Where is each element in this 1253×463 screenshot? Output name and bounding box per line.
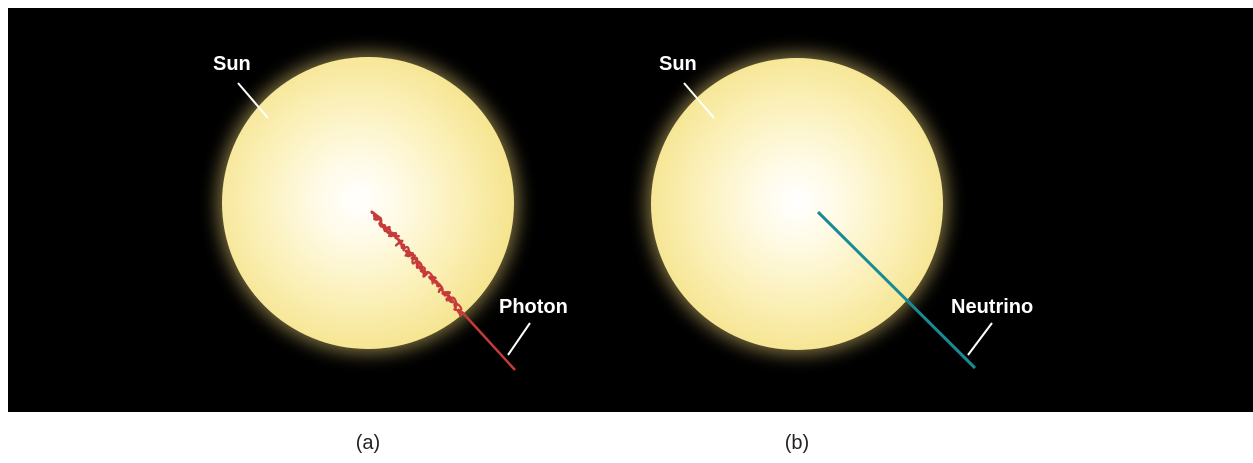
panel-a: Sun Photon	[213, 53, 568, 371]
neutrino-label: Neutrino	[951, 296, 1033, 318]
caption-b: (b)	[784, 432, 810, 454]
photon-leader-line	[507, 322, 531, 356]
background	[8, 8, 1253, 412]
panel-b: Sun Neutrino	[647, 53, 1033, 370]
sun-leader-line	[237, 82, 269, 119]
sun-disc	[651, 58, 943, 350]
sun-leader-line	[683, 82, 715, 119]
neutrino-path-line	[816, 210, 977, 370]
sun-label: Sun	[659, 53, 697, 75]
sun-label: Sun	[213, 53, 251, 75]
photon-random-walk-path	[370, 210, 464, 318]
neutrino-leader-line	[967, 322, 993, 356]
photon-escape-line	[461, 311, 516, 371]
photon-label: Photon	[499, 296, 568, 318]
caption-a: (a)	[355, 432, 381, 454]
sun-disc	[222, 57, 514, 349]
